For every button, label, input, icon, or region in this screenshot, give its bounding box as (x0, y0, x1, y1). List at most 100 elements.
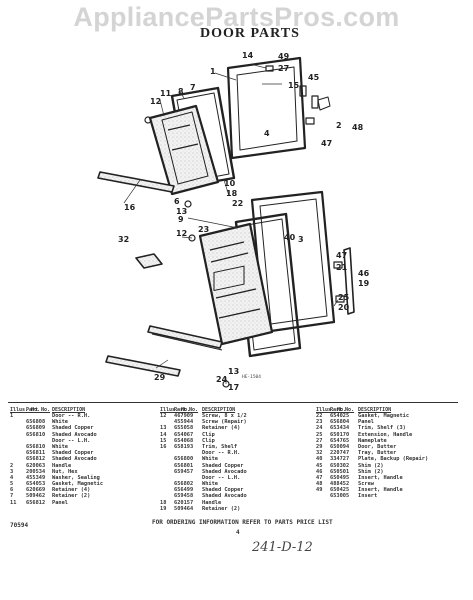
footer-code: 70594 (10, 522, 29, 529)
part-description: Insert (358, 493, 378, 500)
part-description: Door -- R.H. (202, 450, 241, 457)
callout-14: 14 (242, 51, 254, 60)
part-number: 220747 (330, 450, 350, 457)
callout-1: 1 (210, 67, 216, 76)
part-description: Door -- L.H. (52, 437, 91, 444)
part-description: Shaded Copper (202, 462, 244, 469)
part-number: 654765 (330, 437, 350, 444)
callout-29: 29 (154, 373, 166, 382)
illus-number: 18 (160, 499, 167, 506)
part-number: 656812 (26, 456, 46, 463)
callout-32: 32 (118, 235, 129, 244)
part-number: 620063 (26, 462, 46, 469)
part-number: 654068 (174, 437, 194, 444)
callout-2: 2 (336, 121, 342, 130)
illus-number: 29 (316, 443, 323, 450)
part-number: 659458 (174, 493, 194, 500)
part-number: 650094 (330, 443, 350, 450)
callout-47b: 47 (336, 251, 347, 260)
callout-47: 47 (321, 139, 332, 148)
part-number: 650302 (330, 462, 350, 469)
callout-46: 46 (358, 269, 370, 278)
part-number: 455349 (26, 474, 46, 481)
part-number: 467909 (174, 413, 194, 419)
part-description: Washer, Sealing (52, 474, 100, 481)
part-number: 654025 (330, 413, 350, 419)
part-number: 656808 (26, 419, 46, 426)
part-description: White (52, 419, 68, 426)
part-description: Door -- L.H. (202, 474, 241, 481)
part-number: 656800 (174, 456, 194, 463)
part-description: Shaded Copper (52, 450, 94, 457)
freezer-door-panel (226, 56, 307, 160)
illus-number: 32 (316, 450, 323, 457)
part-description: Handle (202, 499, 222, 506)
part-description: Gasket, Magnetic (52, 481, 104, 488)
illus-number: 16 (160, 443, 167, 450)
callout-16: 16 (124, 203, 136, 212)
page-number: 4 (236, 529, 240, 536)
callout-13: 13 (176, 207, 187, 216)
part-number: 620157 (174, 499, 194, 506)
illus-number: 22 (316, 413, 323, 419)
parts-row: Door -- L.H. (10, 438, 132, 444)
parts-row: 15 654068 Clip (160, 438, 292, 444)
illus-number: 47 (316, 474, 323, 481)
illus-number: 24 (316, 425, 323, 432)
part-number: 455944 (174, 419, 194, 426)
callout-17: 17 (228, 383, 239, 392)
part-number: 654053 (26, 481, 46, 488)
part-number: 654067 (174, 431, 194, 438)
part-description: Extension, Handle (358, 431, 413, 438)
part-description: Clip (202, 437, 215, 444)
illus-number: 40 (316, 456, 323, 463)
callout-24: 24 (216, 375, 228, 384)
part-number: 653005 (330, 493, 350, 500)
handwritten-note: 241-D-12 (252, 540, 313, 555)
part-description: Door -- R.H. (52, 413, 91, 419)
parts-row: 653005 Insert (316, 493, 458, 499)
part-number: 200534 (26, 468, 46, 475)
illus-number: 14 (160, 431, 167, 438)
part-description: Retainer (2) (52, 493, 91, 500)
part-description: Trim, Shelf (3) (358, 425, 406, 432)
part-description: Retainer (2) (202, 505, 241, 512)
part-number: 656802 (174, 481, 194, 488)
part-description: Retainer (4) (52, 487, 91, 494)
illus-number: 13 (160, 425, 167, 432)
illus-number: 11 (10, 499, 17, 506)
butter-door (147, 325, 223, 349)
watermark: AppliancePartsPros.com (73, 2, 400, 32)
illus-number: 15 (160, 437, 167, 444)
part-number: 650170 (330, 431, 350, 438)
callout-49: 49 (278, 52, 290, 61)
callout-18: 18 (226, 189, 238, 198)
part-description: Panel (52, 499, 68, 506)
part-number: 509462 (26, 493, 46, 500)
callout-12b: 12 (176, 229, 187, 238)
exploded-parts-diagram: 49 27 15 14 45 1 7 8 11 12 2 47 4 48 10 … (97, 51, 370, 392)
callout-21: 21 (336, 263, 348, 272)
callout-6: 6 (174, 197, 180, 206)
illus-number: 2 (10, 462, 14, 469)
part-description: White (52, 443, 68, 450)
part-number: 656809 (26, 425, 46, 432)
part-number: 488452 (330, 481, 350, 488)
